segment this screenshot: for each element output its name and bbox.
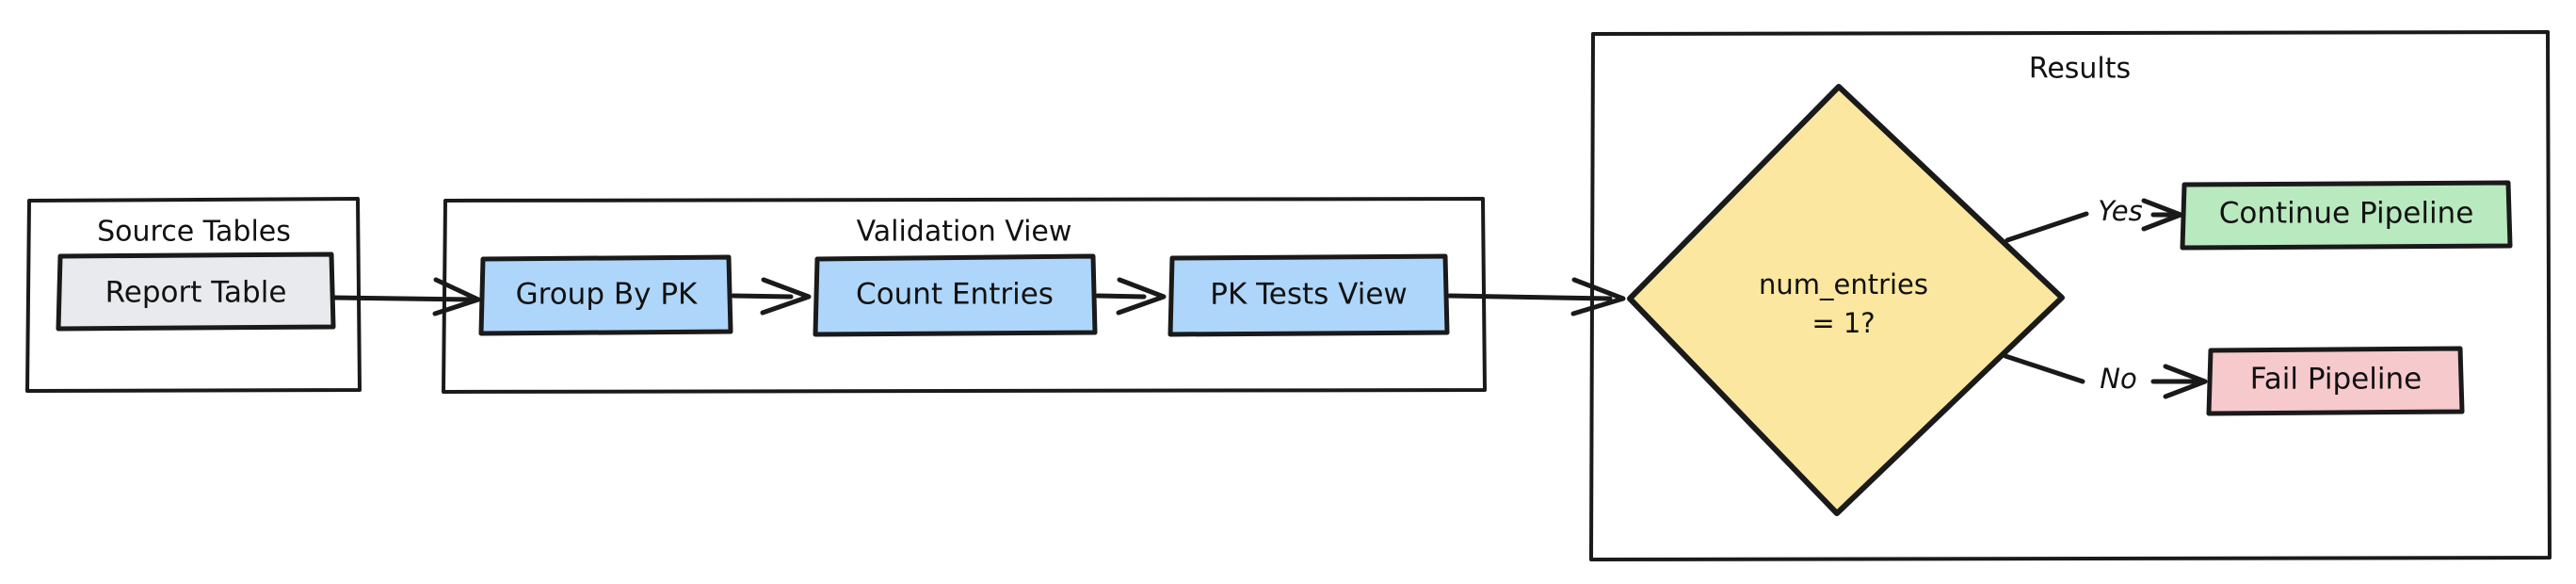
group-validation-view: Validation View Group By PK Count Entrie… <box>442 197 1487 394</box>
pk-tests-view-shape[interactable] <box>1167 253 1450 337</box>
node-fail-pipeline[interactable]: Fail Pipeline <box>2206 346 2465 416</box>
edge-label-yes: Yes <box>2098 195 2142 227</box>
continue-pipeline-label: Continue Pipeline <box>2219 197 2474 231</box>
node-num-entries-decision[interactable]: num_entries = 1? <box>1627 84 2065 516</box>
edge-group-by-pk-to-count-entries <box>731 277 812 316</box>
num-entries-decision-label-line2: = 1? <box>1811 307 1875 339</box>
source-tables-title: Source Tables <box>97 216 291 249</box>
fail-pipeline-shape[interactable] <box>2206 346 2465 416</box>
edge-label-no: No <box>2100 363 2136 395</box>
edge-decision-to-fail-pipeline: No <box>2003 353 2208 399</box>
edge-report-table-to-group-by-pk <box>331 277 481 316</box>
node-group-by-pk[interactable]: Group By PK <box>478 254 733 336</box>
edge-decision-to-continue-pipeline: Yes <box>2004 195 2183 243</box>
node-pk-tests-view[interactable]: PK Tests View <box>1167 253 1450 337</box>
node-count-entries[interactable]: Count Entries <box>813 253 1098 337</box>
continue-pipeline-shape[interactable] <box>2180 180 2513 251</box>
fail-pipeline-label: Fail Pipeline <box>2250 363 2422 397</box>
count-entries-label: Count Entries <box>856 278 1054 312</box>
pk-tests-view-label: PK Tests View <box>1210 278 1408 312</box>
validation-view-title: Validation View <box>857 216 1072 249</box>
edge-pk-tests-view-to-decision <box>1447 277 1626 316</box>
num-entries-decision-label-line1: num_entries <box>1759 268 1928 300</box>
report-table-shape[interactable] <box>56 251 336 332</box>
node-continue-pipeline[interactable]: Continue Pipeline <box>2180 180 2513 251</box>
group-by-pk-shape[interactable] <box>478 254 733 336</box>
node-report-table[interactable]: Report Table <box>56 251 336 332</box>
group-results: Results num_entries = 1? Continue Pipeli… <box>1589 30 2552 561</box>
report-table-label: Report Table <box>105 276 287 310</box>
group-source-tables: Source Tables Report Table <box>25 197 362 393</box>
edge-count-entries-to-pk-tests-view <box>1095 277 1167 316</box>
count-entries-shape[interactable] <box>813 253 1098 337</box>
num-entries-decision-shape[interactable] <box>1627 84 2065 516</box>
group-by-pk-label: Group By PK <box>516 278 698 312</box>
results-title: Results <box>2029 53 2131 86</box>
